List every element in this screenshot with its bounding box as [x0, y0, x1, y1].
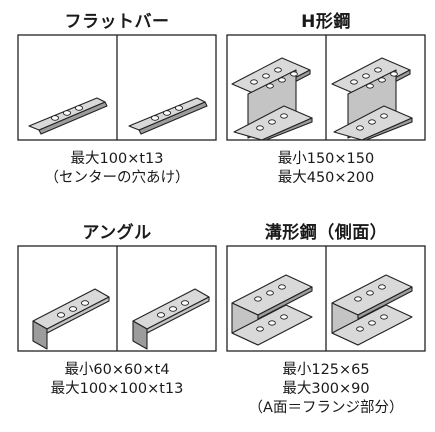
spec-line: 最小150×150 — [277, 151, 375, 167]
channel-illustration — [226, 245, 426, 352]
spec-line: 最小60×60×t4 — [64, 362, 170, 378]
spec-line: 最小125×65 — [282, 362, 370, 378]
section-title: H形鋼 — [301, 12, 351, 32]
spec-line: （センターの穴あけ） — [44, 170, 190, 186]
spec-text: 最小60×60×t4 最大100×100×t13 — [17, 361, 217, 399]
spec-line: 最大300×90 — [282, 381, 370, 397]
spec-text: 最小150×150 最大450×200 — [226, 150, 426, 188]
section-title: フラットバー — [64, 12, 170, 32]
h-beam-illustration — [226, 34, 426, 141]
spec-line: （A面＝フランジ部分） — [248, 400, 404, 416]
spec-text: 最小125×65 最大300×90 （A面＝フランジ部分） — [226, 361, 426, 418]
section-title: アングル — [82, 223, 152, 243]
spec-line: 最大450×200 — [277, 170, 375, 186]
section-title: 溝形鋼（側面） — [264, 223, 388, 243]
flat-bar-illustration — [17, 34, 217, 141]
spec-text: 最大100×t13 （センターの穴あけ） — [17, 150, 217, 188]
spec-line: 最大100×100×t13 — [50, 381, 184, 397]
angle-illustration — [17, 245, 217, 352]
spec-line: 最大100×t13 — [70, 151, 164, 167]
